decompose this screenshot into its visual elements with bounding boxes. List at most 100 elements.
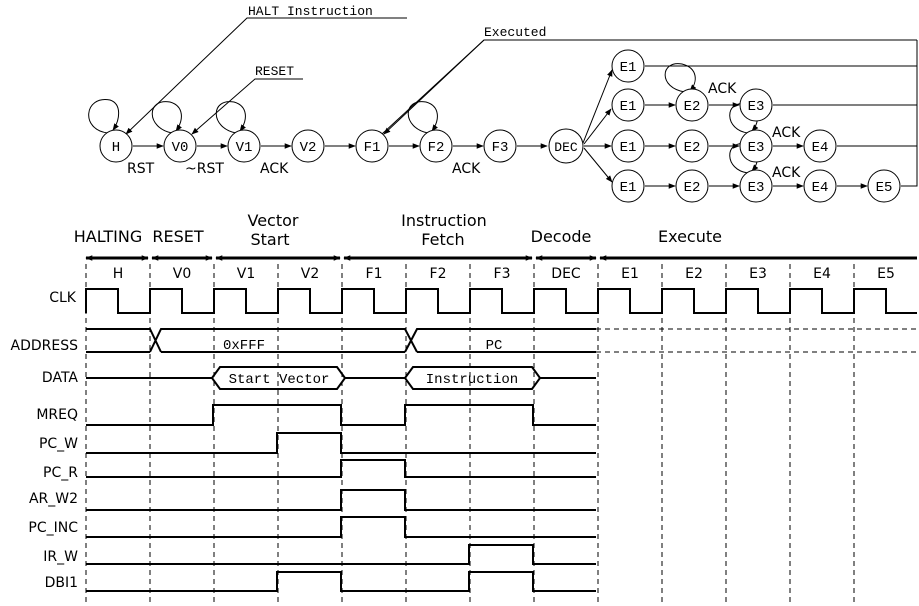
state-label-e2-r1: E2 <box>684 99 701 115</box>
state-label-f3: F3 <box>492 140 509 156</box>
state-label-e1-r1: E1 <box>620 99 637 115</box>
phase-label-vector-1: Vector <box>248 211 299 230</box>
address-value-vector: 0xFFF <box>223 338 265 354</box>
state-f3 <box>483 129 517 163</box>
halt-input-line <box>125 17 407 135</box>
executed-input-label: Executed <box>484 25 546 40</box>
data-value-vector: Start Vector <box>229 372 330 388</box>
cycle-label-f2: F2 <box>430 266 447 282</box>
state-f2 <box>419 129 453 163</box>
self-loop-v1 <box>215 101 246 134</box>
state-label-e3-r1: E3 <box>748 99 765 115</box>
edge-label-ack-v1: ACK <box>260 161 289 177</box>
execute-dashed-lines <box>596 328 917 353</box>
signal-name-pc-inc: PC_INC <box>28 520 78 536</box>
state-machine <box>88 17 918 203</box>
edge-dec-e1-r1 <box>583 108 612 145</box>
phase-label-fetch-1: Instruction <box>401 211 487 230</box>
clk-waveform <box>85 288 917 314</box>
self-loop-f2 <box>407 101 438 134</box>
signal-name-dbi1: DBI1 <box>45 575 78 591</box>
cycle-label-e3: E3 <box>749 266 767 282</box>
signal-name-address: ADDRESS <box>11 338 79 354</box>
cycle-label-v2: V2 <box>301 266 319 282</box>
address-upper <box>86 328 596 353</box>
state-e2-r1 <box>675 88 709 122</box>
state-e1-r2 <box>611 129 645 163</box>
phase-labels: HALTING RESET Vector Start Instruction F… <box>74 211 722 249</box>
fsm-edge-labels: HALT Instruction RESET Executed <box>248 4 546 79</box>
phase-label-halting: HALTING <box>74 227 143 246</box>
state-label-e2-r3: E2 <box>684 180 701 196</box>
address-value-pc: PC <box>486 338 503 354</box>
state-f1 <box>355 129 389 163</box>
signal-name-data: DATA <box>42 370 78 386</box>
state-label-v2: V2 <box>300 140 317 156</box>
self-loop-v0 <box>151 101 182 134</box>
reset-input-line <box>191 78 303 135</box>
signal-name-mreq: MREQ <box>36 407 78 423</box>
state-label-e3-r2: E3 <box>748 140 765 156</box>
cycle-label-f3: F3 <box>494 266 511 282</box>
state-label-f2: F2 <box>428 140 445 156</box>
fsm-transition-labels: RST ~RST ACK ACK ACK ACK ACK <box>127 81 801 181</box>
phase-label-reset: RESET <box>152 227 203 246</box>
waveforms <box>85 288 917 592</box>
phase-label-decode: Decode <box>531 227 592 246</box>
state-label-h: H <box>112 140 120 156</box>
state-label-e1-r3: E1 <box>620 180 637 196</box>
state-label-f1: F1 <box>364 140 381 156</box>
edge-dec-e1-r0 <box>582 69 613 144</box>
cycle-label-v0: V0 <box>173 266 191 282</box>
state-label-e1-r2: E1 <box>620 140 637 156</box>
state-label-v0: V0 <box>172 140 189 156</box>
signal-names: CLK ADDRESS DATA MREQ PC_W PC_R AR_W2 PC… <box>11 290 79 591</box>
signal-name-pc-r: PC_R <box>43 465 78 481</box>
mreq-waveform <box>86 404 596 426</box>
phase-label-vector-2: Start <box>250 230 289 249</box>
state-e1-r1 <box>611 88 645 122</box>
state-v1 <box>227 129 261 163</box>
state-e2-r2 <box>675 129 709 163</box>
signal-name-clk: CLK <box>49 290 77 306</box>
edge-label-not-rst: ~RST <box>185 161 224 177</box>
state-e4-r3 <box>803 169 837 203</box>
pc-r-waveform <box>86 459 596 478</box>
state-v2 <box>291 129 325 163</box>
state-e2-r3 <box>675 169 709 203</box>
state-e3-r2 <box>739 129 773 163</box>
edge-e5-out <box>901 40 918 187</box>
state-e1-r0 <box>611 49 645 83</box>
state-label-dec: DEC <box>554 140 578 155</box>
state-e3-r1 <box>739 88 773 122</box>
state-label-e2-r2: E2 <box>684 140 701 156</box>
cycle-label-e5: E5 <box>877 266 895 282</box>
cycle-label-dec: DEC <box>551 266 581 282</box>
executed-input-line <box>381 39 917 135</box>
pc-inc-waveform <box>86 516 596 538</box>
state-label-v1: V1 <box>236 140 253 156</box>
cycle-label-v1: V1 <box>237 266 255 282</box>
halt-input-label: HALT Instruction <box>248 4 373 19</box>
state-e5-r3 <box>867 169 901 203</box>
edge-label-rst: RST <box>127 161 155 177</box>
phase-label-execute: Execute <box>658 227 722 246</box>
state-label-e1-r0: E1 <box>620 60 637 76</box>
edge-label-ack-e3-r2: ACK <box>772 125 801 141</box>
cycle-label-e4: E4 <box>813 266 831 282</box>
self-loop-h <box>88 99 120 134</box>
edge-label-ack-e3-r3: ACK <box>772 165 801 181</box>
state-label-e4-r2: E4 <box>812 140 829 156</box>
edge-label-ack-e2: ACK <box>708 81 737 97</box>
bus-values: 0xFFF PC Start Vector Instruction <box>223 338 518 388</box>
dbi1-waveform <box>86 571 596 592</box>
signal-name-ir-w: IR_W <box>43 549 78 565</box>
pc-w-waveform <box>86 432 596 454</box>
state-label-e5-r3: E5 <box>876 180 893 196</box>
signal-name-ar-w2: AR_W2 <box>29 491 78 507</box>
cycle-label-e2: E2 <box>685 266 703 282</box>
cycle-label-f1: F1 <box>366 266 383 282</box>
